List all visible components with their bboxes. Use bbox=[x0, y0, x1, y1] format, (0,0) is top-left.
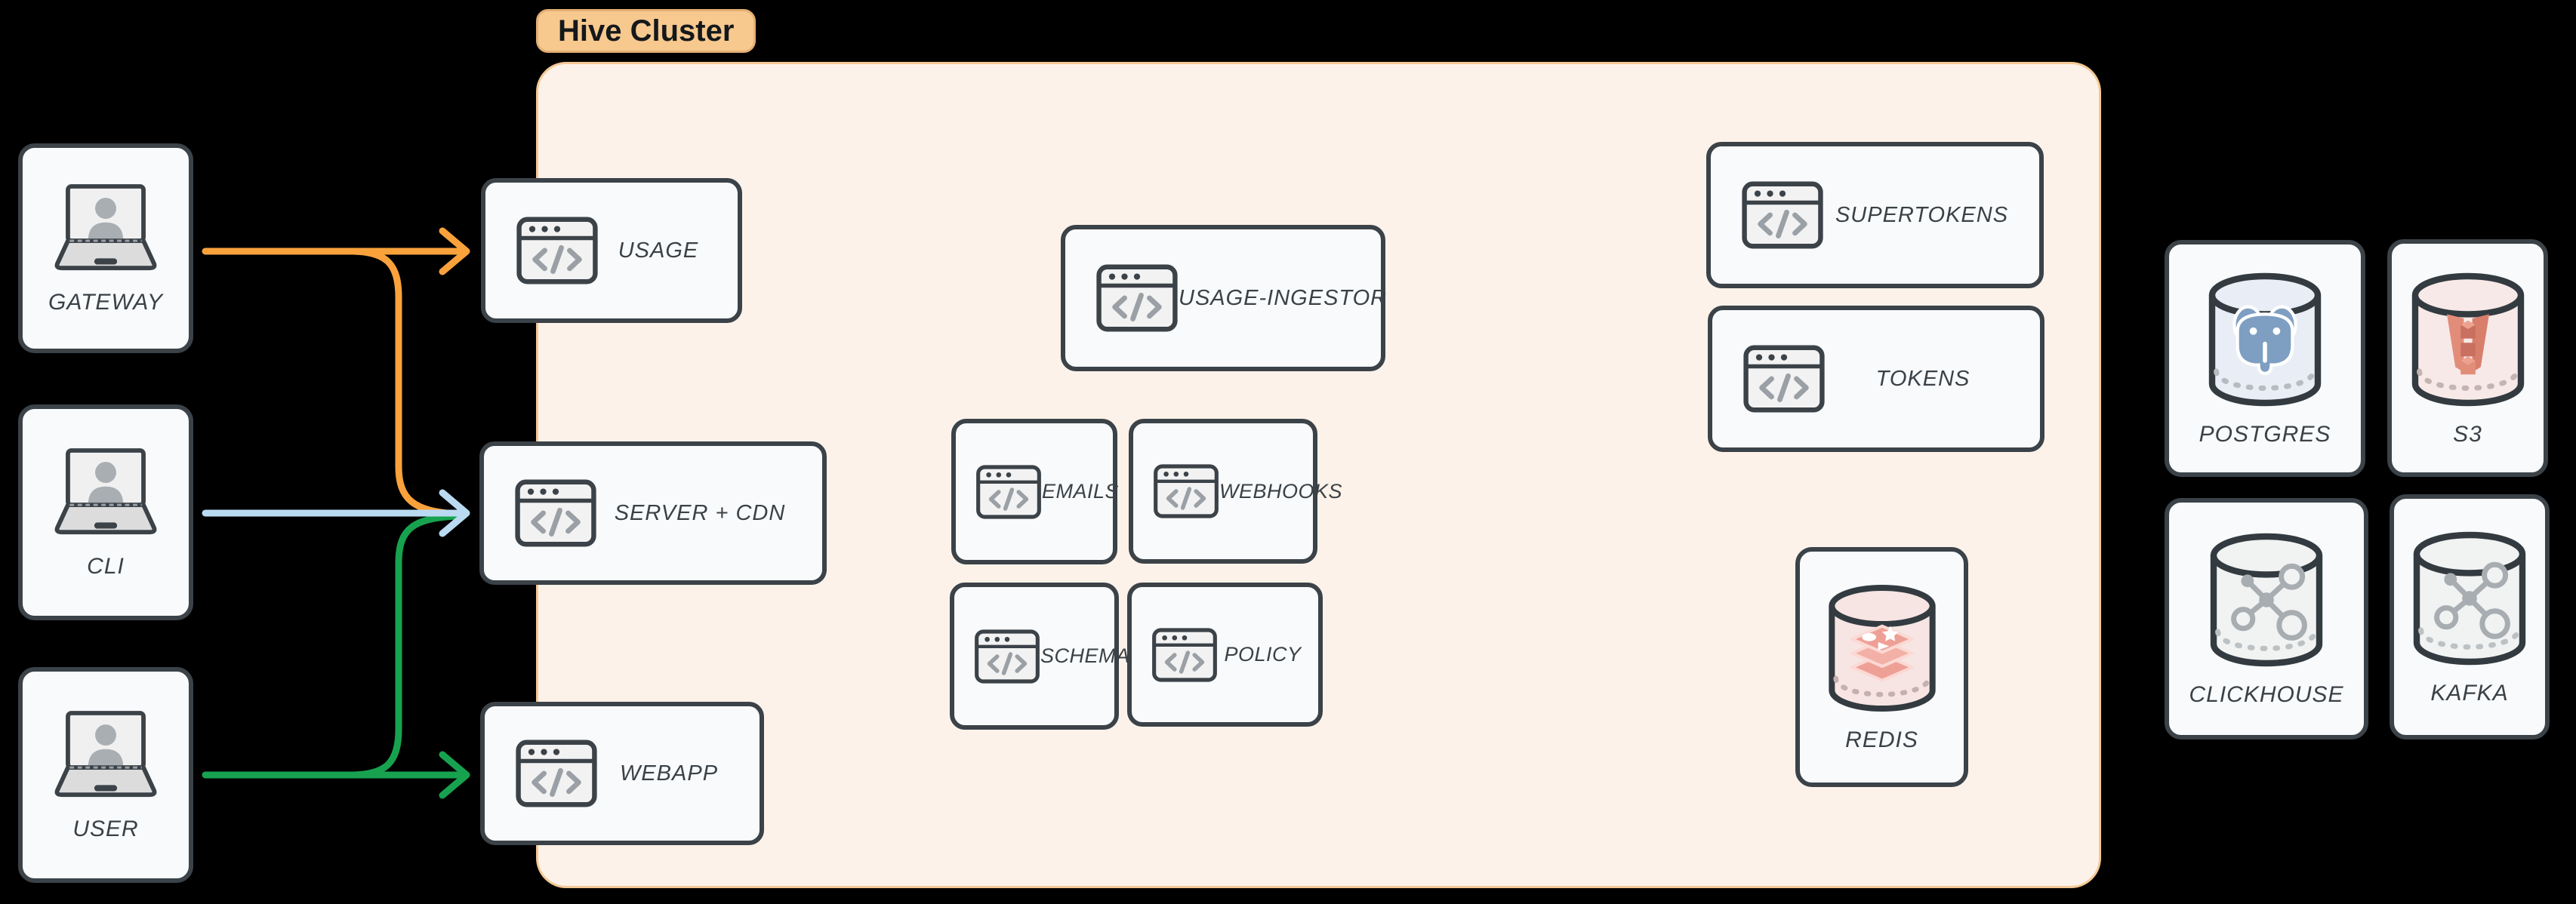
kafka-cylinder-icon bbox=[2406, 528, 2533, 669]
service-node-webapp: WEBAPP bbox=[480, 702, 764, 845]
client-node-cli: CLI bbox=[18, 404, 193, 620]
edge-gateway-to-server-cdn bbox=[350, 248, 461, 518]
laptop-user-icon bbox=[39, 181, 172, 278]
code-window-icon bbox=[1741, 180, 1824, 251]
edge-gateway-arrowhead bbox=[439, 227, 470, 275]
service-node-usage-ingestor: USAGE-INGESTOR bbox=[1061, 225, 1388, 371]
external-label: CLICKHOUSE bbox=[2189, 682, 2344, 707]
service-label: SERVER + CDN bbox=[614, 500, 786, 525]
code-window-icon bbox=[1742, 343, 1826, 414]
service-label: USAGE bbox=[618, 238, 699, 263]
laptop-user-icon bbox=[39, 445, 172, 542]
service-label: POLICY bbox=[1224, 643, 1302, 666]
service-node-webhooks: WEBHOOKS bbox=[1129, 419, 1342, 564]
code-window-icon bbox=[975, 457, 1042, 527]
code-window-icon bbox=[974, 622, 1040, 691]
service-node-tokens: TOKENS bbox=[1708, 306, 2044, 452]
s3-cylinder-icon bbox=[2405, 269, 2531, 410]
client-label: GATEWAY bbox=[48, 290, 164, 315]
code-window-icon bbox=[516, 215, 599, 286]
service-node-usage: USAGE bbox=[481, 178, 742, 323]
service-label: USAGE-INGESTOR bbox=[1179, 285, 1388, 310]
external-node-postgres: POSTGRES bbox=[2165, 240, 2365, 477]
service-label: SUPERTOKENS bbox=[1835, 202, 2009, 227]
hive-cluster-badge: Hive Cluster bbox=[536, 9, 756, 53]
datastore-label: REDIS bbox=[1845, 727, 1918, 752]
edge-user-to-server-cdn bbox=[350, 512, 460, 779]
external-node-kafka: KAFKA bbox=[2390, 494, 2550, 739]
code-window-icon bbox=[1095, 263, 1179, 334]
client-node-gateway: GATEWAY bbox=[18, 143, 193, 353]
client-node-user: USER bbox=[18, 667, 193, 883]
service-label: SCHEMA bbox=[1040, 644, 1130, 667]
service-node-policy: POLICY bbox=[1127, 583, 1323, 727]
service-node-supertokens: SUPERTOKENS bbox=[1706, 142, 2044, 288]
client-label: USER bbox=[72, 816, 139, 841]
external-label: POSTGRES bbox=[2199, 422, 2331, 447]
datastore-node-redis: REDIS bbox=[1795, 547, 1968, 787]
edge-user-arrowhead bbox=[439, 751, 470, 799]
laptop-user-icon bbox=[39, 708, 172, 804]
service-node-server-cdn: SERVER + CDN bbox=[479, 441, 827, 585]
external-node-clickhouse: CLICKHOUSE bbox=[2165, 498, 2368, 739]
hive-cluster-label: Hive Cluster bbox=[558, 14, 735, 48]
service-label: EMAILS bbox=[1042, 480, 1120, 503]
code-window-icon bbox=[1153, 457, 1219, 526]
service-label: WEBAPP bbox=[619, 761, 719, 786]
service-node-emails: EMAILS bbox=[951, 419, 1120, 564]
service-node-schema: SCHEMA bbox=[950, 583, 1129, 730]
code-window-icon bbox=[1151, 620, 1218, 690]
edge-cli-arrowhead bbox=[439, 489, 470, 537]
redis-cylinder-icon bbox=[1822, 581, 1943, 715]
external-label: S3 bbox=[2453, 421, 2482, 447]
external-node-s3: S3 bbox=[2387, 239, 2548, 477]
service-label: WEBHOOKS bbox=[1219, 479, 1343, 503]
clickhouse-cylinder-icon bbox=[2203, 530, 2330, 670]
code-window-icon bbox=[515, 738, 598, 809]
code-window-icon bbox=[514, 478, 597, 549]
client-label: CLI bbox=[87, 554, 125, 579]
service-label: TOKENS bbox=[1875, 366, 1971, 391]
external-label: KAFKA bbox=[2430, 680, 2509, 706]
postgres-cylinder-icon bbox=[2202, 269, 2328, 410]
